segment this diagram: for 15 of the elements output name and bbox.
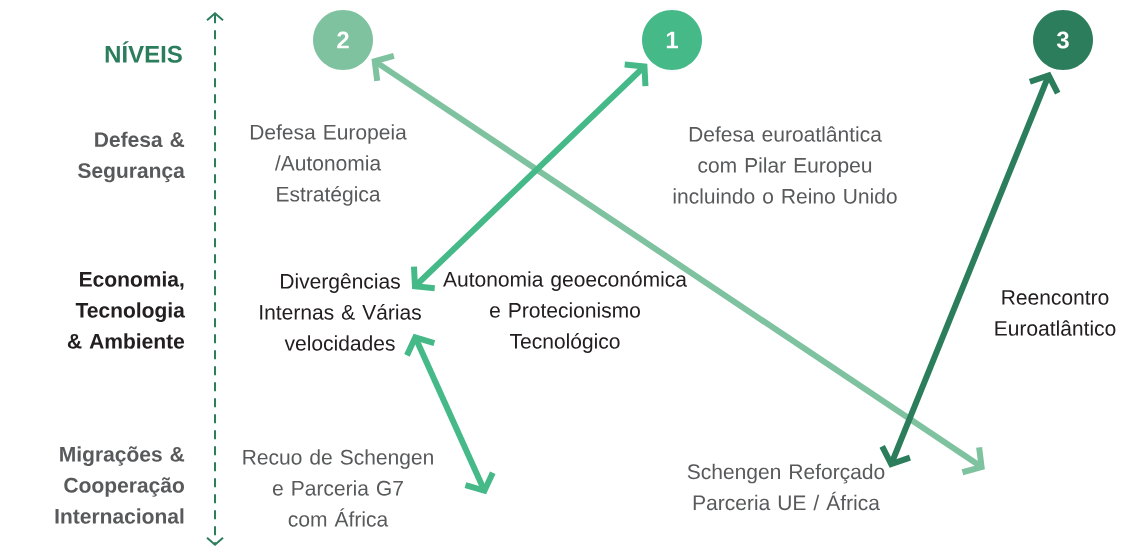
row-label: Economia, Tecnologia & Ambiente: [67, 271, 185, 349]
scenario-text: Divergências Internas & Várias velocidades: [260, 273, 421, 351]
scenario-text: Autonomia geoeconómica e Protecionismo Tecnológico: [443, 271, 687, 353]
arrow: [404, 333, 496, 495]
scenario-text: Defesa Europeia /Autonomia Estratégica: [250, 124, 407, 206]
arrow: [371, 53, 985, 476]
row-label: Defesa & Segurança: [78, 131, 185, 183]
scenario-text: Defesa euroatlântica com Pilar Europeu incluindo o Reino Unido: [673, 126, 897, 204]
heading: NÍVEIS: [105, 41, 182, 63]
scenario-text: Schengen Reforçado Parceria UE / África: [687, 463, 885, 511]
arrow: [879, 71, 1061, 468]
arrow: [410, 61, 649, 292]
row-label: Migrações & Cooperação Internacional: [55, 446, 185, 524]
scenario-text: Recuo de Schengen e Parceria G7 com África: [243, 449, 433, 527]
scenario-text: Reencontro Euroatlântico: [995, 290, 1116, 336]
